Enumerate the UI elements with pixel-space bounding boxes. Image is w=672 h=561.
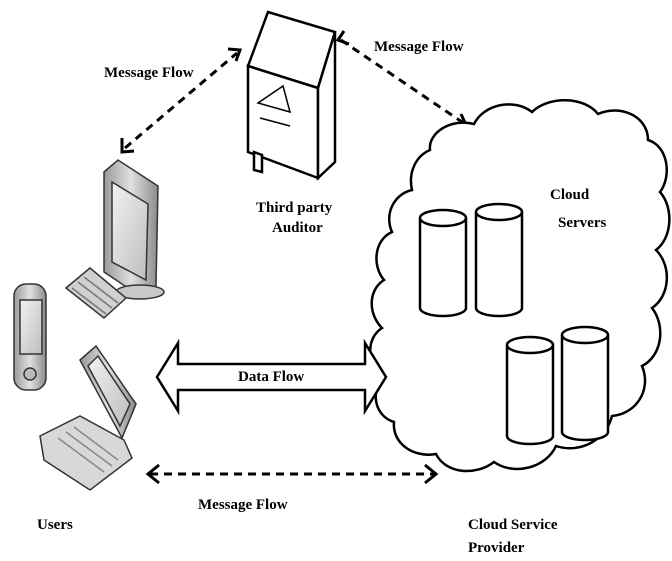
pda-icon [13,283,47,391]
data-flow-arrow [155,338,388,416]
database-cylinder-icon [418,208,468,318]
auditor-label-line2: Auditor [272,220,323,236]
auditor-label-line1: Third party [256,200,333,216]
cloud-servers-label-line1: Cloud [550,187,590,203]
data-flow-label: Data Flow [238,369,305,385]
auditor-server-icon [246,10,337,181]
csp-label-line2: Provider [468,540,525,556]
message-flow-label-bottom: Message Flow [198,497,288,513]
message-flow-label-top-left: Message Flow [104,65,194,81]
message-flow-label-top-right: Message Flow [374,39,464,55]
cloud-servers-label-line2: Servers [558,215,607,231]
laptop-icon [39,344,137,491]
message-flow-arrow-left [120,47,243,154]
users-label: Users [37,517,73,533]
csp-label-line1: Cloud Service [468,517,558,533]
database-cylinder-icon [560,325,610,442]
desktop-computer-icon [64,159,165,319]
message-flow-arrow-bottom [145,463,439,485]
database-cylinder-icon [474,202,524,318]
database-cylinder-icon [505,335,555,446]
